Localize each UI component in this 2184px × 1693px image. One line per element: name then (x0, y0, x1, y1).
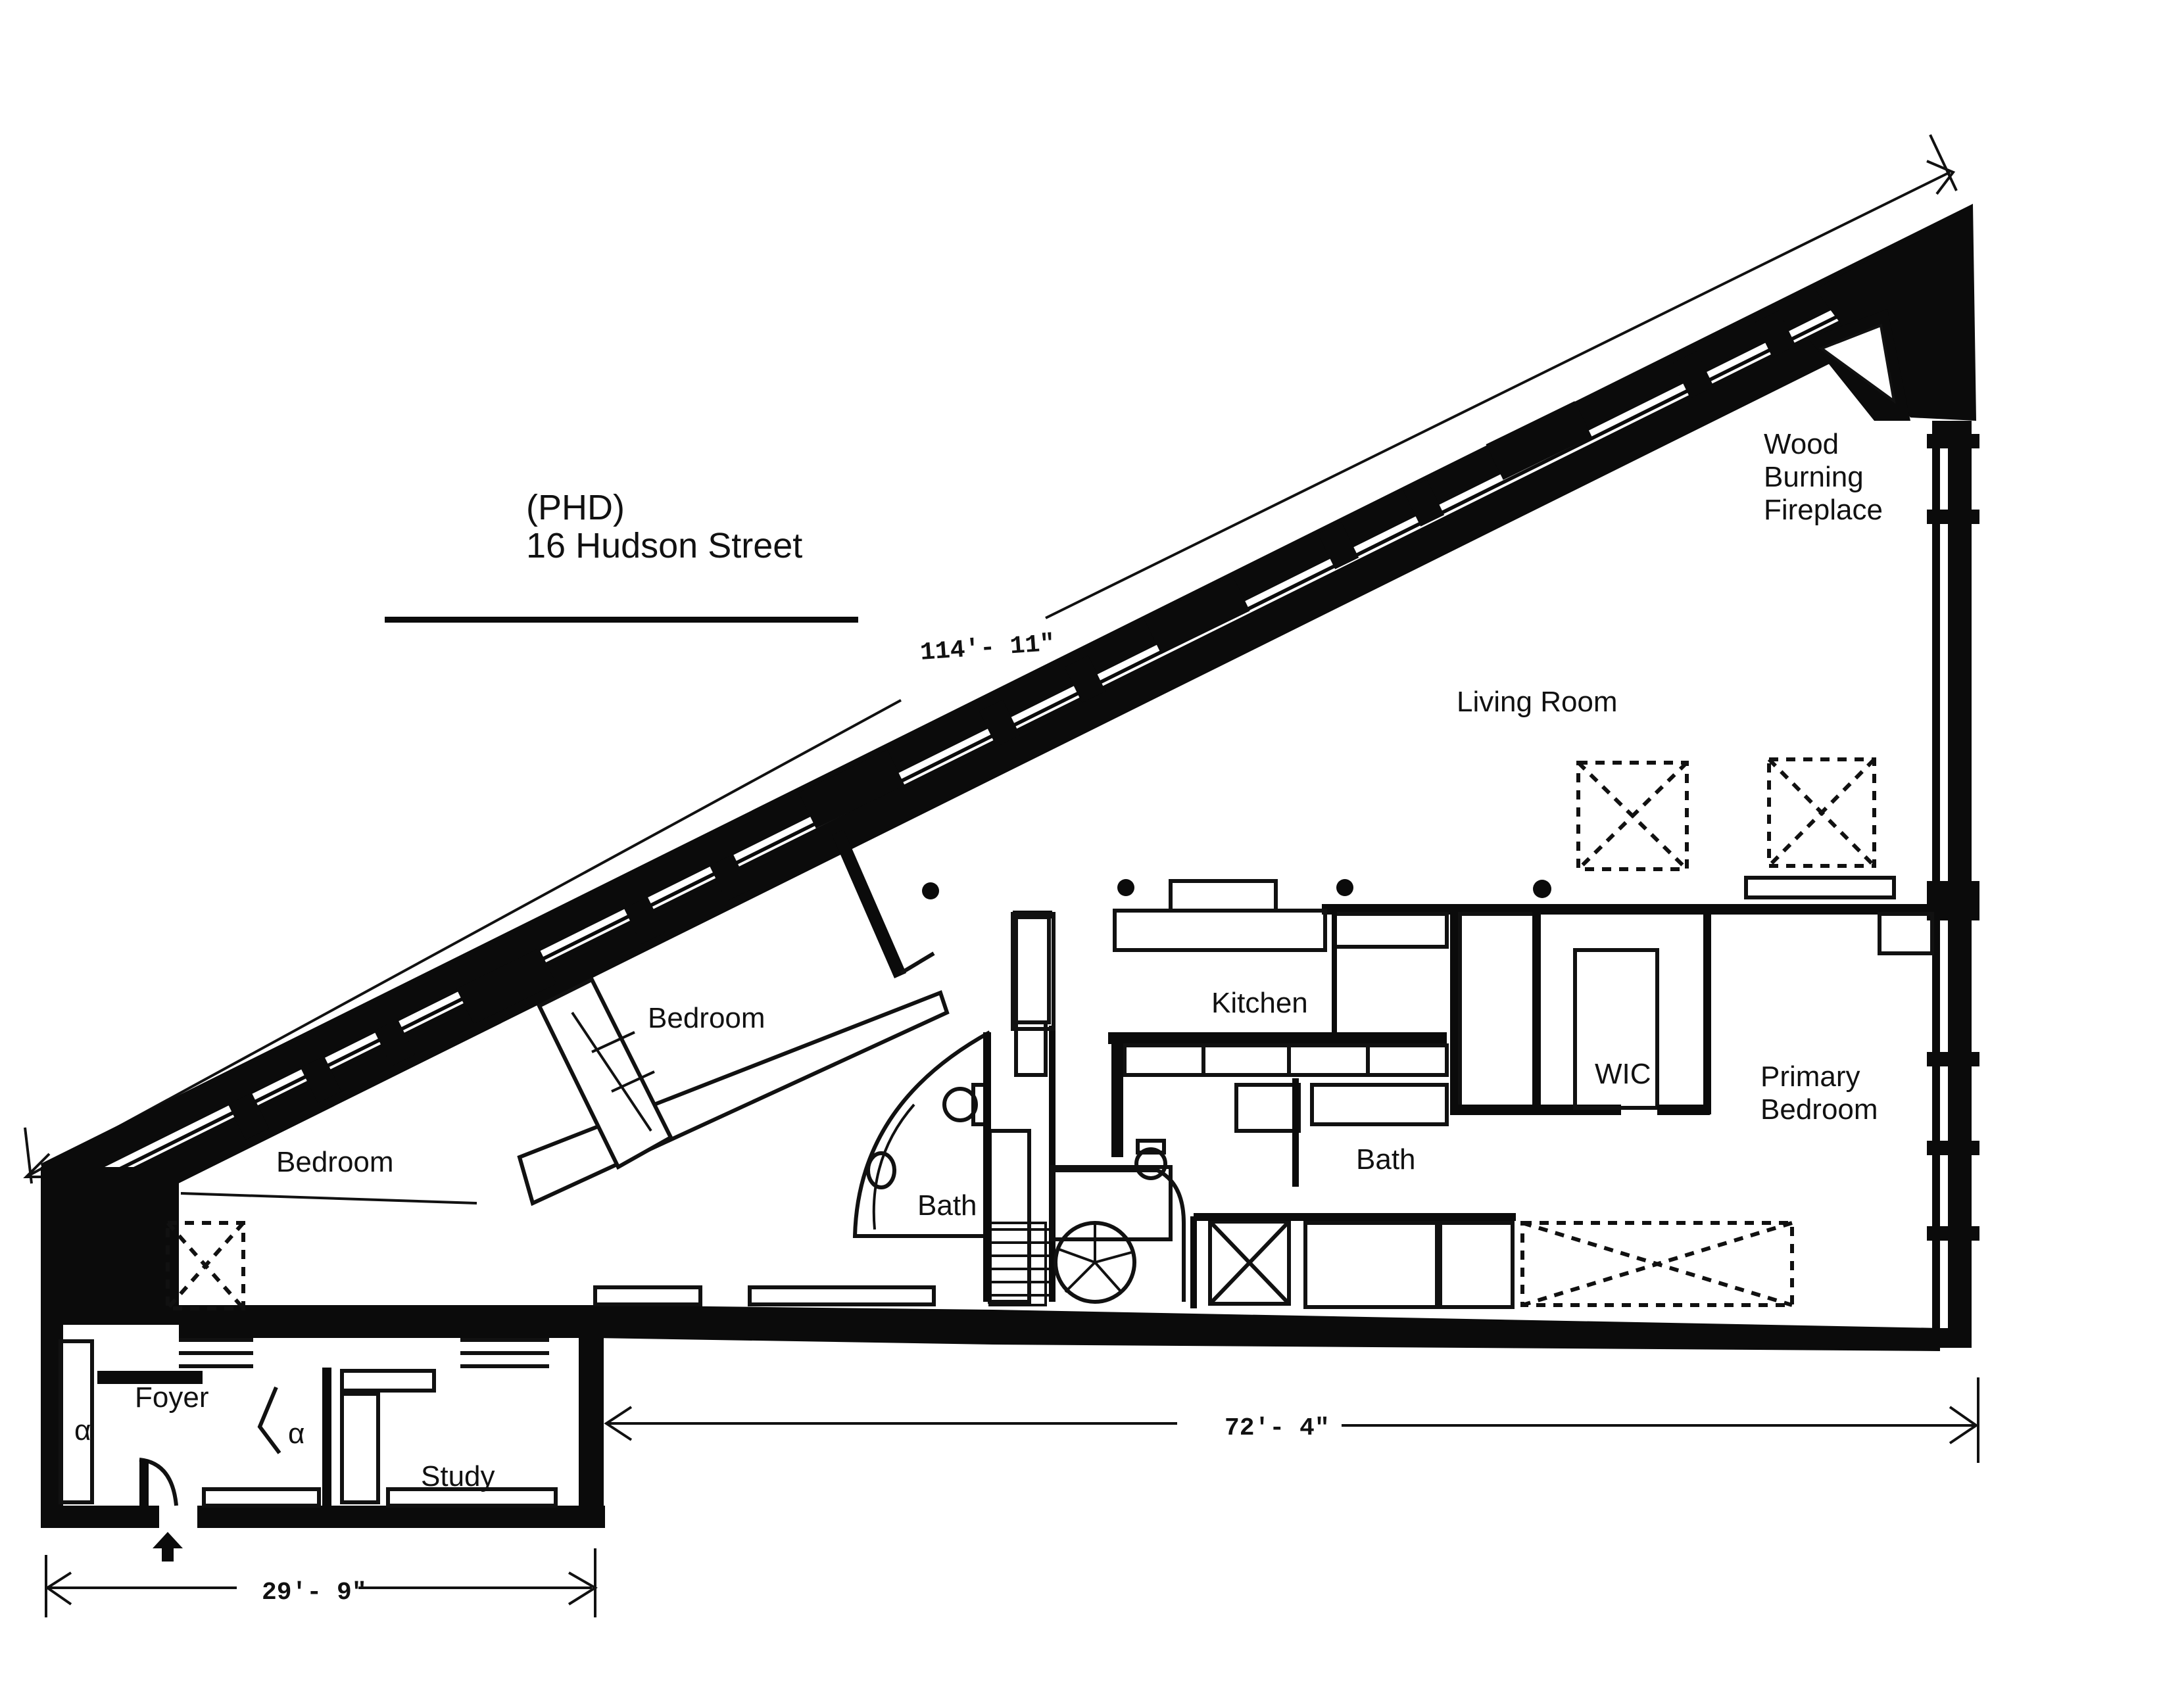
column-3 (1336, 879, 1353, 896)
bath-left-label: Bath (917, 1189, 977, 1222)
dimension-right-label: 72'- 4" (1225, 1414, 1330, 1443)
plan-title-code: (PHD) (526, 488, 625, 527)
kitchen-label: Kitchen (1211, 987, 1308, 1019)
south-window-2 (748, 1285, 936, 1306)
fireplace-label-line1: Wood (1764, 428, 1839, 460)
toilet-tank (1136, 1139, 1166, 1155)
interior-walls (983, 879, 1937, 1309)
skylight-bedroom (166, 1221, 245, 1310)
column-1 (922, 882, 939, 899)
title-underline (385, 617, 858, 623)
skylight-living-right (1767, 757, 1876, 868)
fireplace (1808, 309, 1910, 421)
bath-center-label: Bath (1356, 1143, 1416, 1176)
bath-left (852, 1030, 991, 1302)
foyer-label: Foyer (135, 1381, 208, 1414)
dimension-diagonal-label: 114'- 11" (919, 630, 1056, 667)
right-wall-piers (1927, 434, 1979, 1241)
plan-title-address: 16 Hudson Street (526, 526, 802, 565)
primary-bedroom-label-line2: Bedroom (1760, 1093, 1878, 1126)
column-4 (1533, 880, 1551, 898)
closet-symbol-right: α (288, 1418, 304, 1450)
south-window-1 (593, 1285, 702, 1306)
column-2 (1117, 879, 1134, 896)
entry-arrow-icon (153, 1532, 183, 1562)
bedroom-upper-walls (517, 830, 950, 1206)
living-bench (1744, 876, 1896, 899)
living-room-label: Living Room (1457, 686, 1618, 718)
primary-bedroom-label-line1: Primary (1760, 1061, 1860, 1093)
bedroom-lower-label: Bedroom (276, 1146, 394, 1178)
fireplace-label-line2: Burning (1764, 461, 1864, 493)
bedroom-lower-divider (180, 1192, 477, 1204)
bedroom-upper-label: Bedroom (648, 1002, 765, 1034)
dimension-line-diagonal (23, 134, 1958, 1184)
dimension-left-label: 29'- 9" (262, 1579, 367, 1607)
study-label: Study (421, 1460, 495, 1492)
dimension-line-right (604, 1377, 1979, 1463)
skylight-living-left (1576, 761, 1689, 871)
diagonal-window-mullions (228, 310, 1797, 1140)
fireplace-label-line3: Fireplace (1764, 494, 1883, 526)
entry-stairs (179, 1338, 549, 1368)
closet-symbol-left: α (74, 1414, 91, 1446)
dimension-line-left (45, 1548, 598, 1617)
foyer-study-walls (59, 1339, 558, 1525)
wic-label: WIC (1595, 1058, 1651, 1090)
toilet-center (1134, 1147, 1167, 1180)
